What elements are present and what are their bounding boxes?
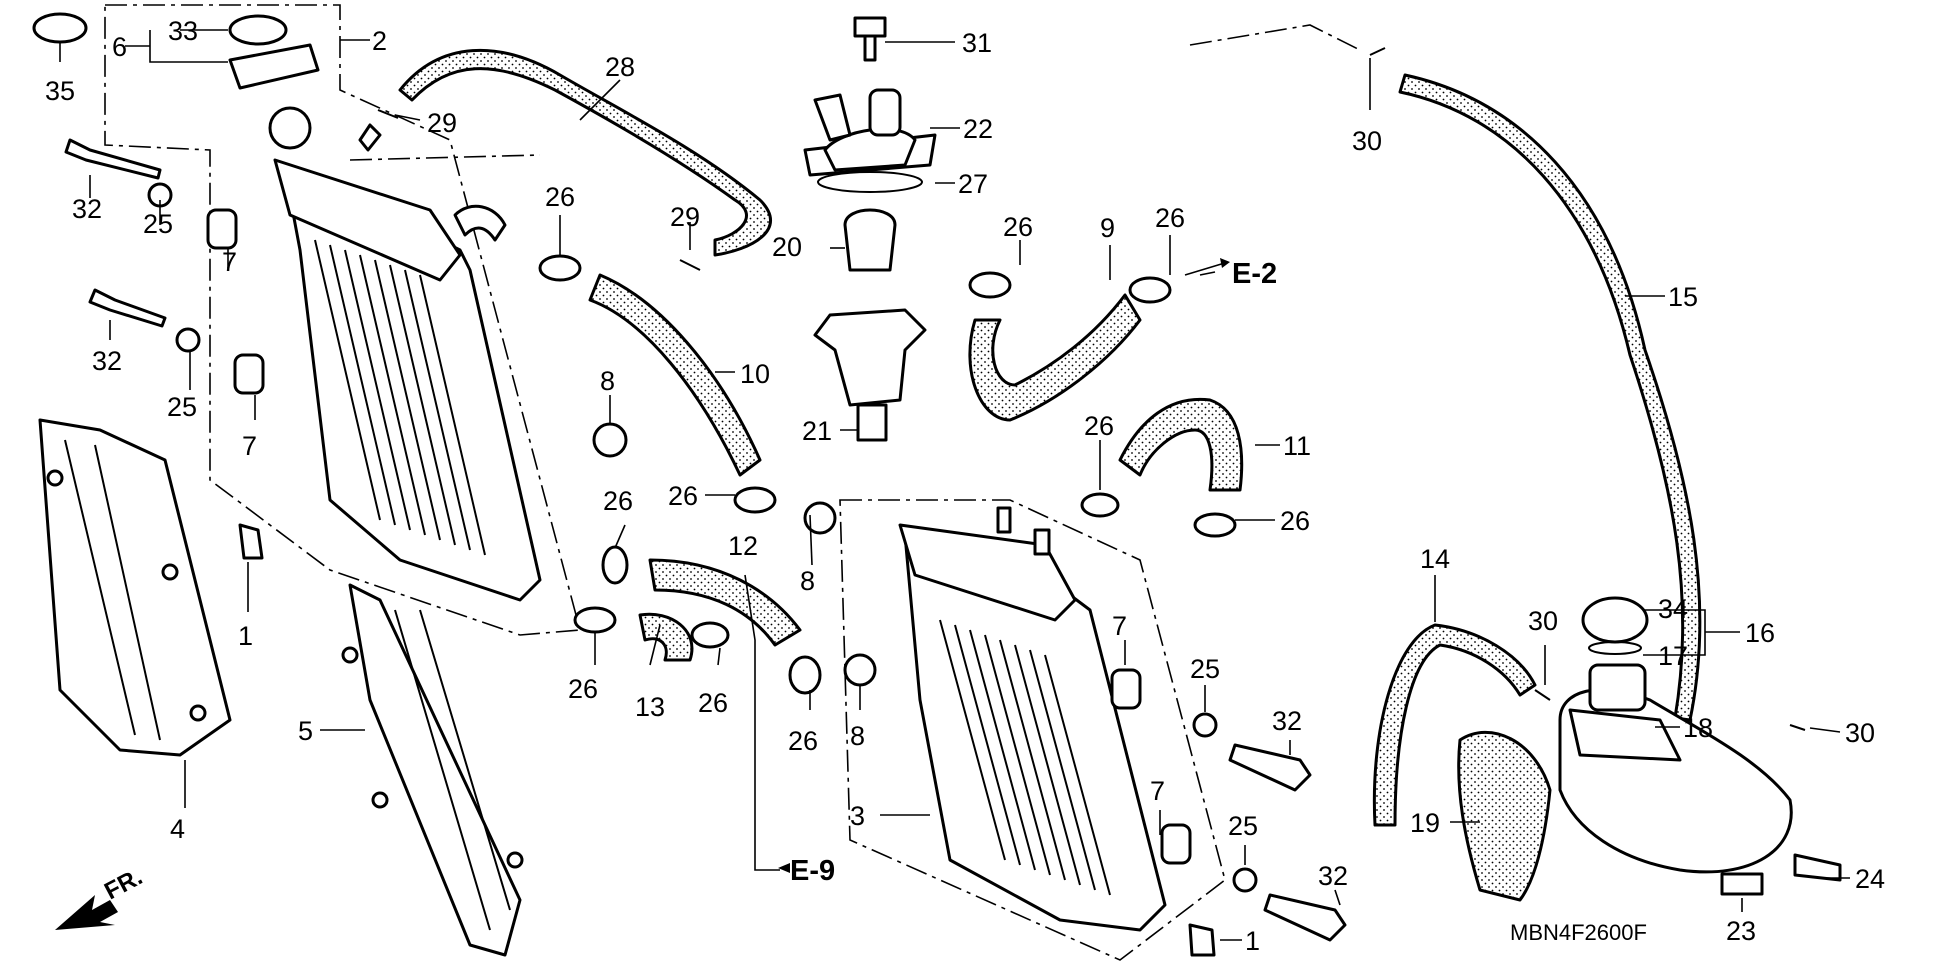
- callout-26i: 26: [698, 688, 728, 718]
- callout-10: 10: [740, 359, 770, 389]
- callout-26a: 26: [545, 182, 575, 212]
- grommets-7: [206, 208, 1192, 865]
- callout-3: 3: [850, 801, 865, 831]
- hose-13: [638, 612, 694, 662]
- callout-34: 34: [1658, 594, 1688, 624]
- ref-e2-label: E-2: [1232, 258, 1277, 290]
- callout-12: 12: [728, 531, 758, 561]
- washers-25: [147, 182, 1258, 893]
- front-direction-arrow: FR.: [55, 863, 147, 930]
- callout-8c: 8: [850, 721, 865, 751]
- callout-7b: 7: [242, 431, 257, 461]
- clamps-26: [538, 254, 1237, 695]
- callout-7c: 7: [1112, 611, 1127, 641]
- callout-17: 17: [1658, 641, 1688, 671]
- callout-16: 16: [1745, 618, 1775, 648]
- callout-26g: 26: [603, 486, 633, 516]
- callout-20: 20: [772, 232, 802, 262]
- callout-32b: 32: [92, 346, 122, 376]
- callout-22: 22: [963, 114, 993, 144]
- callout-21: 21: [802, 416, 832, 446]
- front-direction-label: FR.: [100, 863, 147, 905]
- callout-23: 23: [1726, 916, 1756, 946]
- callout-31: 31: [962, 28, 992, 58]
- callout-25a: 25: [143, 209, 173, 239]
- callout-25d: 25: [1228, 811, 1258, 841]
- callout-8a: 8: [600, 366, 615, 396]
- reference-arrows: E-2 E-9: [778, 258, 1277, 887]
- callout-25b: 25: [167, 392, 197, 422]
- assembly-outlines: [104, 4, 1361, 961]
- callout-32c: 32: [1272, 706, 1302, 736]
- ref-e9-label: E-9: [790, 855, 835, 887]
- callout-9: 9: [1100, 213, 1115, 243]
- callout-24: 24: [1855, 864, 1885, 894]
- callout-25c: 25: [1190, 654, 1220, 684]
- radiator-shroud-left: [38, 418, 232, 757]
- callout-30c: 30: [1845, 718, 1875, 748]
- callout-26f: 26: [1280, 506, 1310, 536]
- callout-33: 33: [168, 16, 198, 46]
- callout-7d: 7: [1150, 776, 1165, 806]
- callout-1b: 1: [1245, 926, 1260, 956]
- bolts-32: [64, 138, 1842, 942]
- callout-11: 11: [1283, 431, 1311, 461]
- callout-18: 18: [1683, 713, 1713, 743]
- callout-35: 35: [45, 76, 75, 106]
- left-radiator: [268, 106, 542, 602]
- right-radiator: [898, 506, 1167, 932]
- callout-4: 4: [170, 814, 185, 844]
- callout-26d: 26: [1084, 411, 1114, 441]
- callout-29a: 29: [427, 108, 457, 138]
- thermostat-housing: [803, 16, 937, 442]
- small-parts: [64, 47, 1842, 957]
- hose-10: [588, 273, 762, 477]
- callout-32d: 32: [1318, 861, 1348, 891]
- callout-29b: 29: [670, 202, 700, 232]
- callout-27: 27: [958, 169, 988, 199]
- callout-13: 13: [635, 692, 665, 722]
- callout-15: 15: [1668, 282, 1698, 312]
- callout-28: 28: [605, 52, 635, 82]
- callout-7a: 7: [222, 247, 237, 277]
- hose-12: [648, 558, 802, 647]
- callout-26e: 26: [668, 481, 698, 511]
- hose-28: [398, 48, 773, 257]
- callout-26b: 26: [1003, 212, 1033, 242]
- callout-26h: 26: [568, 674, 598, 704]
- callout-14: 14: [1420, 544, 1450, 574]
- callout-30a: 30: [1352, 126, 1382, 156]
- collars-8: [592, 422, 877, 687]
- callout-5: 5: [298, 716, 313, 746]
- callout-1a: 1: [238, 621, 253, 651]
- louver-grille: [341, 583, 524, 957]
- callout-26j: 26: [788, 726, 818, 756]
- callout-numbers: 35 33 6 2 28 29 31 22 27 30 32 25 7 26 2…: [45, 16, 1885, 956]
- callout-19: 19: [1410, 808, 1440, 838]
- tank-guard: [1457, 730, 1552, 902]
- leader-lines: [59, 29, 1850, 941]
- callout-8b: 8: [800, 566, 815, 596]
- hose-9: [968, 293, 1142, 422]
- diagram-code: MBN4F2600F: [1510, 920, 1647, 945]
- hose-11: [1118, 397, 1244, 492]
- callout-2: 2: [372, 26, 387, 56]
- hose-14: [1372, 623, 1537, 827]
- callout-26c: 26: [1155, 203, 1185, 233]
- reserve-tank: [1457, 596, 1793, 902]
- clips-29-30: [377, 47, 1806, 731]
- callout-32a: 32: [72, 194, 102, 224]
- callout-30b: 30: [1528, 606, 1558, 636]
- nuts-1: [238, 523, 1216, 957]
- callout-6: 6: [112, 32, 127, 62]
- hoses: [398, 48, 1702, 827]
